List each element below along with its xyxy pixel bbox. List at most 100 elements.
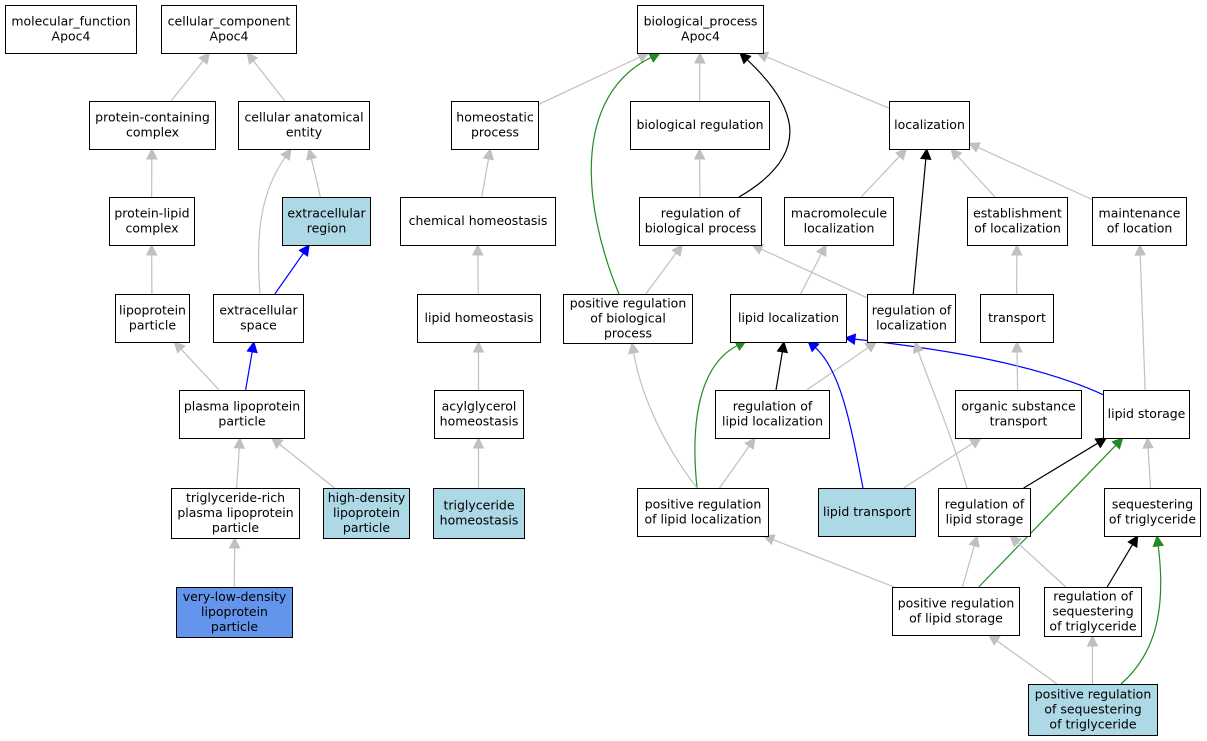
node-label-line: lipid transport [823,504,911,519]
node-box[interactable] [109,197,195,246]
edge-lt-to-ost [903,437,982,489]
node-box[interactable] [889,101,970,150]
node-box[interactable] [451,101,539,150]
node-box[interactable] [400,197,556,246]
go-term-node-breg[interactable]: biological regulation [630,101,770,150]
node-box[interactable] [115,294,190,343]
node-box[interactable] [967,197,1068,246]
node-label-line: maintenance [1099,206,1181,221]
node-box[interactable] [938,488,1031,537]
node-label-line: of location [1107,221,1173,236]
node-label-line: particle [211,619,258,634]
edge-arrowhead [739,52,752,65]
node-box[interactable] [323,488,410,539]
node-box[interactable] [867,294,956,343]
node-box[interactable] [213,294,304,343]
node-box[interactable] [434,390,524,439]
node-box[interactable] [639,197,762,246]
node-label-line: process [471,125,519,140]
edge-line [310,158,321,198]
node-box[interactable] [1028,684,1158,736]
node-box[interactable] [637,488,769,537]
node-label-line: positive regulation [645,497,762,512]
node-box[interactable] [563,294,693,344]
node-box[interactable] [630,101,770,150]
node-box[interactable] [637,5,764,54]
edge-arrowhead [305,147,318,161]
node-box[interactable] [818,488,916,537]
node-box[interactable] [892,587,1020,636]
node-label-line: homeostasis [440,513,519,528]
edge-line [170,60,204,102]
node-box[interactable] [1104,488,1201,537]
go-term-node-lh[interactable]: lipid homeostasis [417,294,541,343]
node-box[interactable] [980,294,1054,343]
node-box[interactable] [715,390,830,439]
node-box[interactable] [955,390,1082,439]
node-box[interactable] [179,390,305,439]
node-label-line: triglyceride [443,498,514,513]
node-box[interactable] [282,197,371,246]
node-box[interactable] [161,5,297,54]
go-term-node-trans[interactable]: transport [980,294,1054,343]
edge-line [1139,254,1146,391]
go-term-node-loc[interactable]: localization [889,101,970,150]
edge-rbp-to-bp [738,52,791,198]
node-box[interactable] [1044,587,1142,637]
node-label-line: Apoc4 [681,29,720,44]
node-box[interactable] [1092,197,1187,246]
edge-arrowhead [280,148,292,161]
edge-line [1120,545,1162,685]
edge-line [537,56,640,106]
node-box[interactable] [171,488,300,539]
go-term-node-lt[interactable]: lipid transport [818,488,916,537]
edge-arrowhead [233,436,246,449]
node-box[interactable] [784,197,894,246]
node-box[interactable] [176,587,293,638]
node-box[interactable] [433,488,525,539]
node-label-line: biological process [645,221,757,236]
go-term-node-ls[interactable]: lipid storage [1103,390,1190,439]
node-box[interactable] [89,101,216,150]
go-term-node-lloc[interactable]: lipid localization [730,294,847,343]
node-box[interactable] [5,5,137,54]
node-label-line: lipid homeostasis [425,310,534,325]
node-box[interactable] [238,101,370,150]
edge-arrowhead [482,147,495,161]
node-box[interactable] [730,294,847,343]
node-box[interactable] [417,294,541,343]
node-box[interactable] [1103,390,1190,439]
go-term-node-ch[interactable]: chemical homeostasis [400,197,556,246]
edge-trans-to-eloc [1011,243,1023,295]
